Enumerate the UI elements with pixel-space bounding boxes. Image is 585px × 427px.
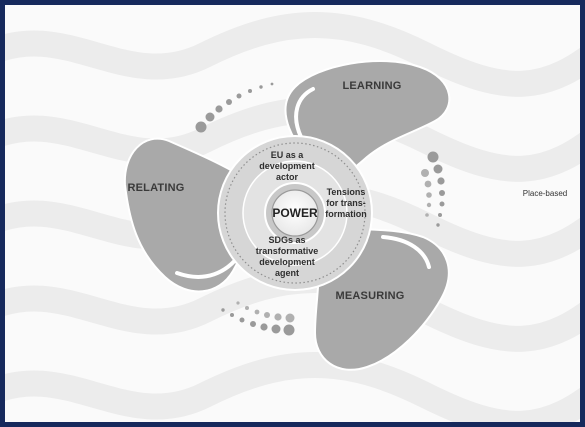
tensions-line-2: for trans- <box>326 198 366 208</box>
hub <box>271 189 319 237</box>
dot <box>245 306 249 310</box>
dot <box>239 317 245 323</box>
dot <box>425 213 429 217</box>
wave-1 <box>5 12 580 97</box>
dot <box>221 308 225 312</box>
wave-5 <box>5 352 580 422</box>
dot <box>426 192 432 198</box>
dot <box>439 190 445 196</box>
dot <box>439 201 445 207</box>
dot <box>426 202 432 208</box>
outer-dots-2 <box>236 169 432 323</box>
dot <box>421 169 429 177</box>
label-place-based: Place-based <box>523 189 567 198</box>
inner-ring-dotted <box>224 142 366 284</box>
highlight-learning <box>294 87 315 139</box>
dot <box>230 313 234 317</box>
dot <box>274 313 282 321</box>
dot <box>260 323 268 331</box>
dot <box>215 105 223 113</box>
sdgs-line-2: transformative <box>256 246 319 256</box>
dot <box>259 85 263 89</box>
eu-line-1: EU as a <box>271 150 305 160</box>
dot <box>205 112 215 122</box>
dot <box>283 324 295 336</box>
eu-line-3: actor <box>276 172 299 182</box>
dot <box>285 313 295 323</box>
dot <box>437 177 445 185</box>
dot <box>436 223 440 227</box>
dot <box>236 301 240 305</box>
label-relating: RELATING <box>127 182 184 194</box>
highlight-measuring <box>381 235 431 269</box>
dot <box>226 99 232 105</box>
label-measuring: MEASURING <box>335 290 404 302</box>
sdgs-line-1: SDGs as <box>268 235 305 245</box>
label-sdgs: SDGs as transformative development agent <box>256 235 319 278</box>
label-eu-actor: EU as a development actor <box>259 150 315 182</box>
dot <box>248 89 252 93</box>
sdgs-line-4: agent <box>275 268 299 278</box>
tensions-line-1: Tensions <box>327 187 366 197</box>
dot <box>270 82 274 86</box>
label-tensions: Tensions for trans- formation <box>325 187 367 219</box>
label-power: POWER <box>272 206 318 220</box>
propeller-diagram: LEARNING RELATING MEASURING POWER EU as … <box>5 12 580 422</box>
dot <box>264 312 270 318</box>
eu-line-2: development <box>259 161 315 171</box>
dot <box>424 180 432 188</box>
label-learning: LEARNING <box>342 80 401 92</box>
dot <box>254 309 260 315</box>
dot <box>250 321 256 327</box>
outer-dots <box>195 82 445 336</box>
sdgs-line-3: development <box>259 257 315 267</box>
dot <box>271 324 281 334</box>
dot <box>195 121 207 133</box>
dot <box>236 93 242 99</box>
dot <box>433 164 443 174</box>
tensions-line-3: formation <box>325 209 367 219</box>
dot <box>427 151 439 163</box>
dot <box>438 213 442 217</box>
